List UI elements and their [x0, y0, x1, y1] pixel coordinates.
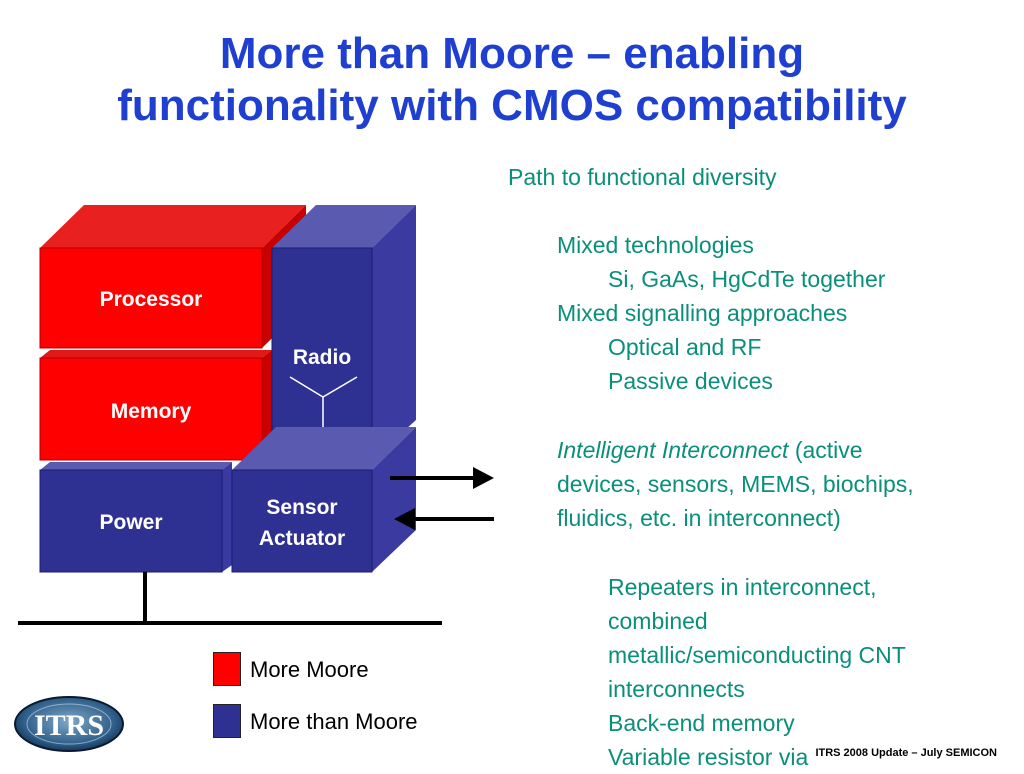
text-metallic-cnt: metallic/semiconducting CNT	[608, 642, 906, 668]
processor-front-face	[39, 247, 263, 349]
arrow-out-icon	[390, 467, 494, 489]
radio-block: Radio	[271, 205, 416, 461]
power-label: Power	[99, 511, 162, 534]
logo-text: ITRS	[34, 709, 104, 742]
footer-text: ITRS 2008 Update – July SEMICON	[815, 747, 997, 759]
text-passive-devices: Passive devices	[608, 368, 773, 394]
title-line-1: More than Moore – enabling	[219, 29, 805, 78]
sensor-label: Sensor	[266, 496, 337, 519]
memory-side-face	[262, 350, 272, 460]
text-si-gaas: Si, GaAs, HgCdTe together	[608, 266, 886, 292]
text-devices-sensors: devices, sensors, MEMS, biochips,	[557, 471, 914, 497]
processor-label: Processor	[100, 288, 203, 311]
power-side-face	[222, 462, 232, 572]
sensor-front-face	[231, 469, 373, 573]
text-combined: combined	[608, 608, 708, 634]
sensor-side-face	[372, 427, 416, 572]
power-block: Power	[39, 462, 232, 573]
slide-title: More than Moore – enabling functionality…	[0, 28, 1024, 132]
radio-label: Radio	[293, 346, 351, 369]
itrs-globe-logo: ITRS	[14, 696, 124, 752]
memory-block: Memory	[39, 350, 272, 461]
text-mixed-technologies: Mixed technologies	[557, 232, 754, 258]
legend-label-more-moore: More Moore	[250, 657, 369, 682]
processor-block: Processor	[39, 205, 306, 349]
radio-front-face	[271, 247, 373, 461]
intelligent-interconnect-rest: (active	[788, 437, 863, 463]
sensor-actuator-block: Sensor Actuator	[231, 427, 416, 573]
text-variable-resistor: Variable resistor via	[608, 744, 809, 770]
text-intelligent-interconnect: Intelligent Interconnect (active	[557, 433, 863, 467]
arrow-in-icon	[394, 508, 494, 530]
text-interconnects: interconnects	[608, 676, 745, 702]
legend-swatch-more-than-moore	[213, 704, 241, 738]
power-front-face	[39, 469, 223, 573]
memory-front-face	[39, 357, 263, 461]
radio-side-face	[372, 205, 416, 460]
text-mixed-signalling: Mixed signalling approaches	[557, 300, 848, 326]
intelligent-interconnect-italic: Intelligent Interconnect	[557, 437, 789, 463]
heading-path-to-diversity: Path to functional diversity	[508, 164, 777, 190]
text-fluidics: fluidics, etc. in interconnect)	[557, 505, 841, 531]
memory-label: Memory	[111, 400, 192, 423]
legend-label-more-than-moore: More than Moore	[250, 709, 418, 734]
text-optical-rf: Optical and RF	[608, 334, 762, 360]
actuator-label: Actuator	[259, 527, 345, 550]
title-line-2: functionality with CMOS compatibility	[117, 81, 907, 130]
processor-top-face	[40, 205, 306, 248]
text-repeaters: Repeaters in interconnect,	[608, 574, 877, 600]
legend-swatch-more-moore	[213, 652, 241, 686]
text-back-end-memory: Back-end memory	[608, 710, 795, 736]
radio-top-face	[272, 205, 416, 248]
sensor-top-face	[232, 427, 416, 470]
memory-top-face	[40, 350, 272, 358]
power-top-face	[40, 462, 232, 470]
